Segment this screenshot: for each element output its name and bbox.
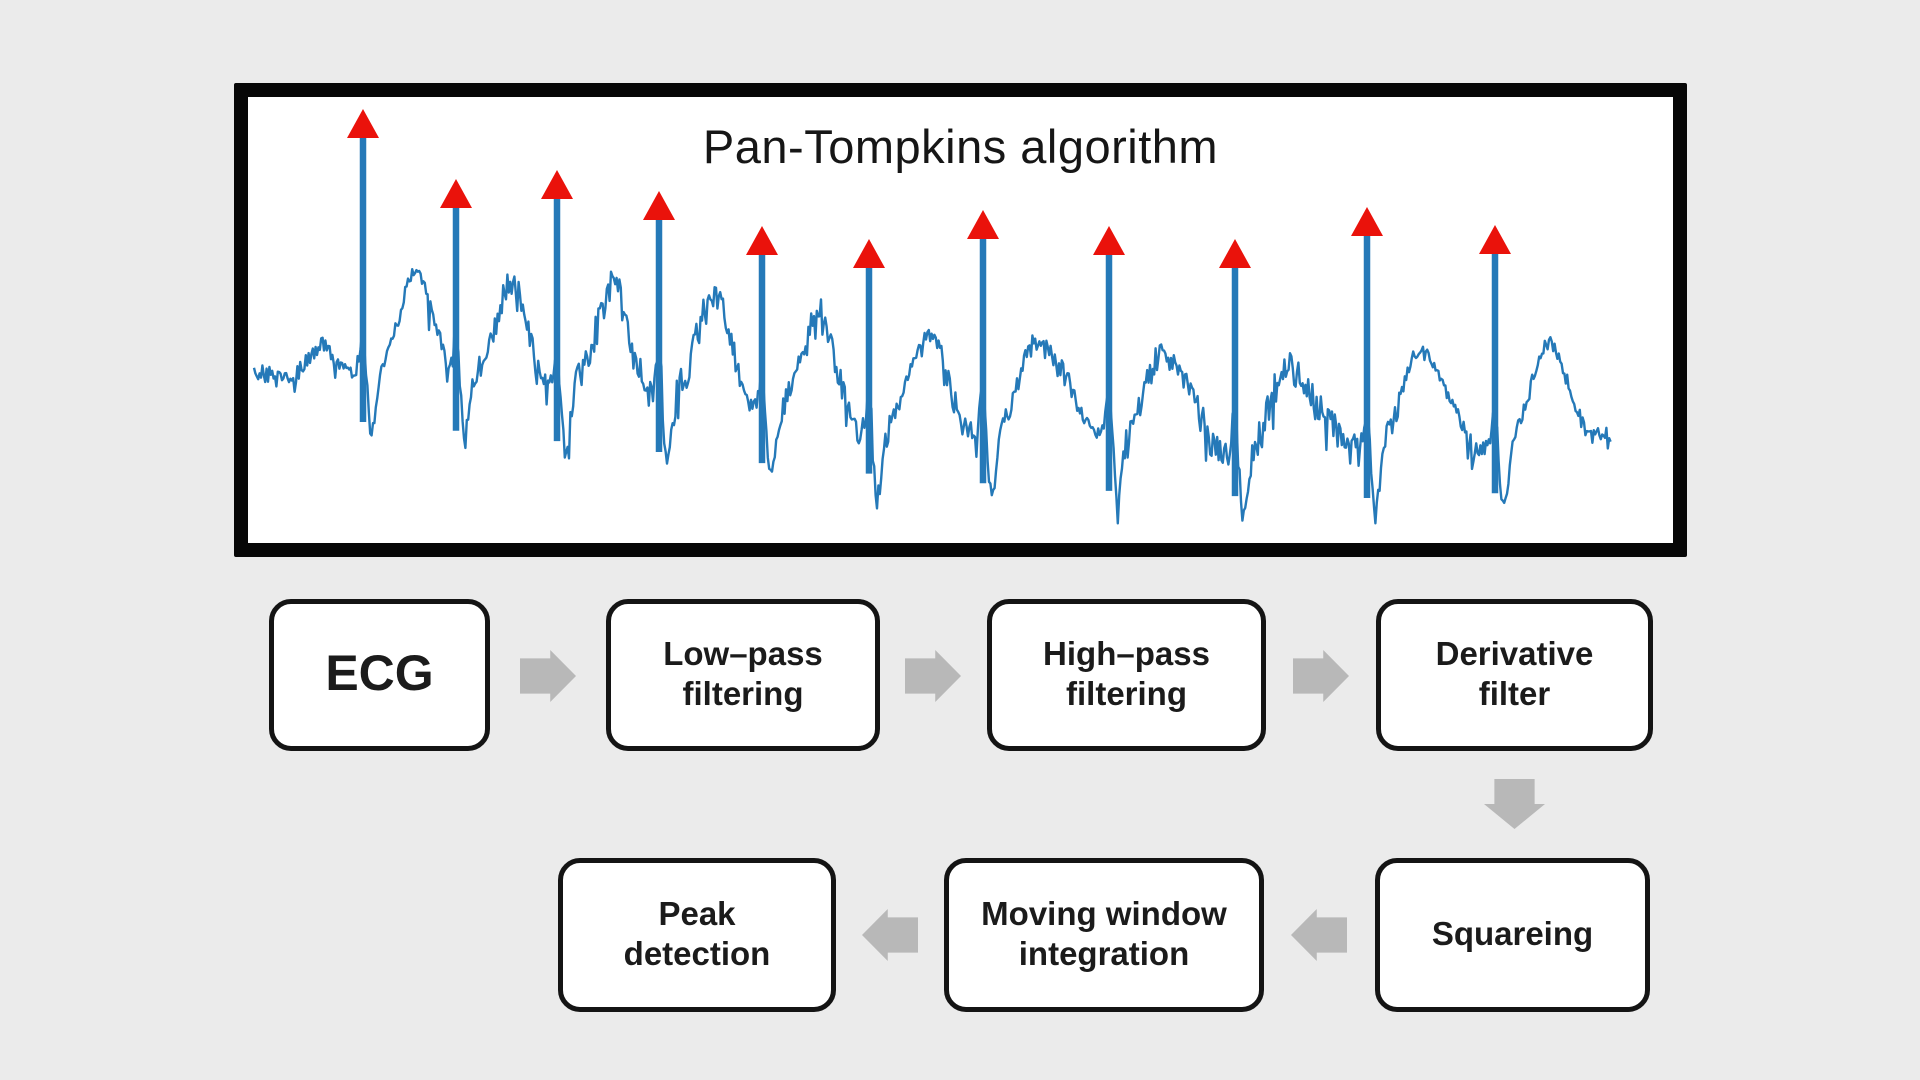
node-label: filtering [682,675,804,712]
r-peak-marker-icon [541,170,573,199]
node-label: filtering [1066,675,1187,712]
r-peak-marker-icon [853,239,885,268]
r-peak-marker-icon [1351,207,1383,236]
ecg-plot-panel: Pan-Tompkins algorithm [234,83,1687,557]
node-label: detection [623,935,771,972]
flow-arrow-left-icon [862,909,918,961]
node-label: Low–pass [663,635,823,672]
node-label: filter [1478,675,1551,712]
node-peak-detection: Peak detection [558,858,836,1012]
flow-arrow-right-icon [905,650,961,702]
r-peak-marker-icon [967,210,999,239]
node-derivative-filter: Derivative filter [1376,599,1653,751]
r-peak-marker-icon [1219,239,1251,268]
flow-arrow-down-icon [1484,779,1545,829]
panel-title: Pan-Tompkins algorithm [702,120,1219,173]
node-moving-window-integration: Moving window integration [944,858,1264,1012]
ecg-signal-trace [252,268,1612,525]
flow-arrow-right-icon [520,650,576,702]
r-peak-marker-icon [1093,226,1125,255]
node-label: Derivative [1435,635,1594,672]
ecg-plot [252,109,1612,525]
flow-arrow-right-icon [1293,650,1349,702]
node-high-pass-filtering: High–pass filtering [987,599,1266,751]
r-peak-marker-icon [1479,225,1511,254]
node-label: Squareing [1431,915,1594,952]
r-peak-marker-icon [643,191,675,220]
node-label: Moving window [981,895,1227,932]
node-ecg: ECG [269,599,490,751]
node-label: Peak [658,895,736,932]
r-peak-marker-icon [347,109,379,138]
node-squareing: Squareing [1375,858,1650,1012]
r-peak-marker-icon [440,179,472,208]
node-label: High–pass [1043,635,1210,672]
node-low-pass-filtering: Low–pass filtering [606,599,880,751]
node-label: ECG [325,645,434,701]
flow-arrow-left-icon [1291,909,1347,961]
node-label: integration [1018,935,1190,972]
r-peak-marker-icon [746,226,778,255]
